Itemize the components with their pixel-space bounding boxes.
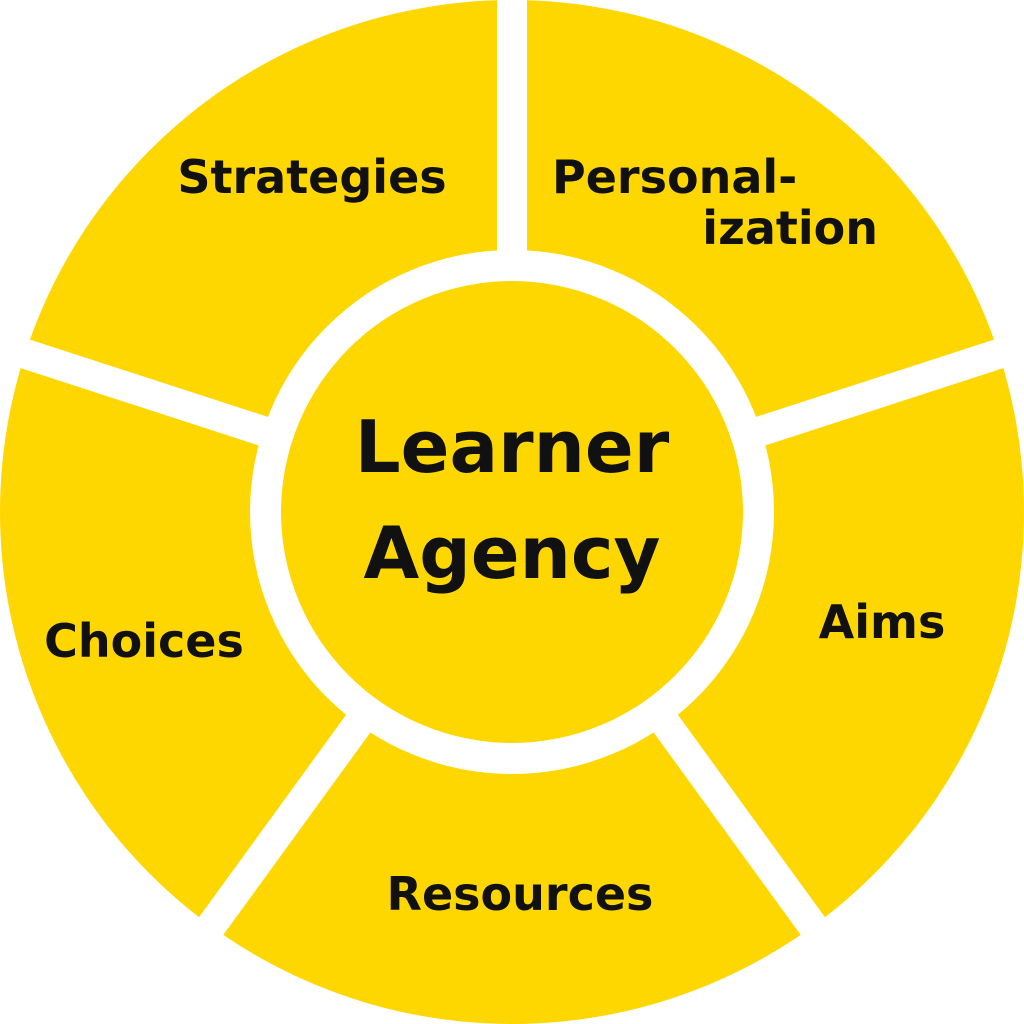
segment-label-choices: Choices	[44, 614, 244, 668]
segment-label-resources: Resources	[387, 867, 654, 921]
segment-label-personalization-line1: Personal-	[552, 150, 797, 204]
segment-label-strategies: Strategies	[177, 150, 446, 204]
center-label-line1: Learner	[355, 405, 670, 489]
segment-label-personalization-line2: ization	[702, 201, 878, 255]
center-label-line2: Agency	[364, 511, 661, 595]
segment-label-aims: Aims	[819, 595, 946, 649]
center-circle	[281, 281, 743, 743]
